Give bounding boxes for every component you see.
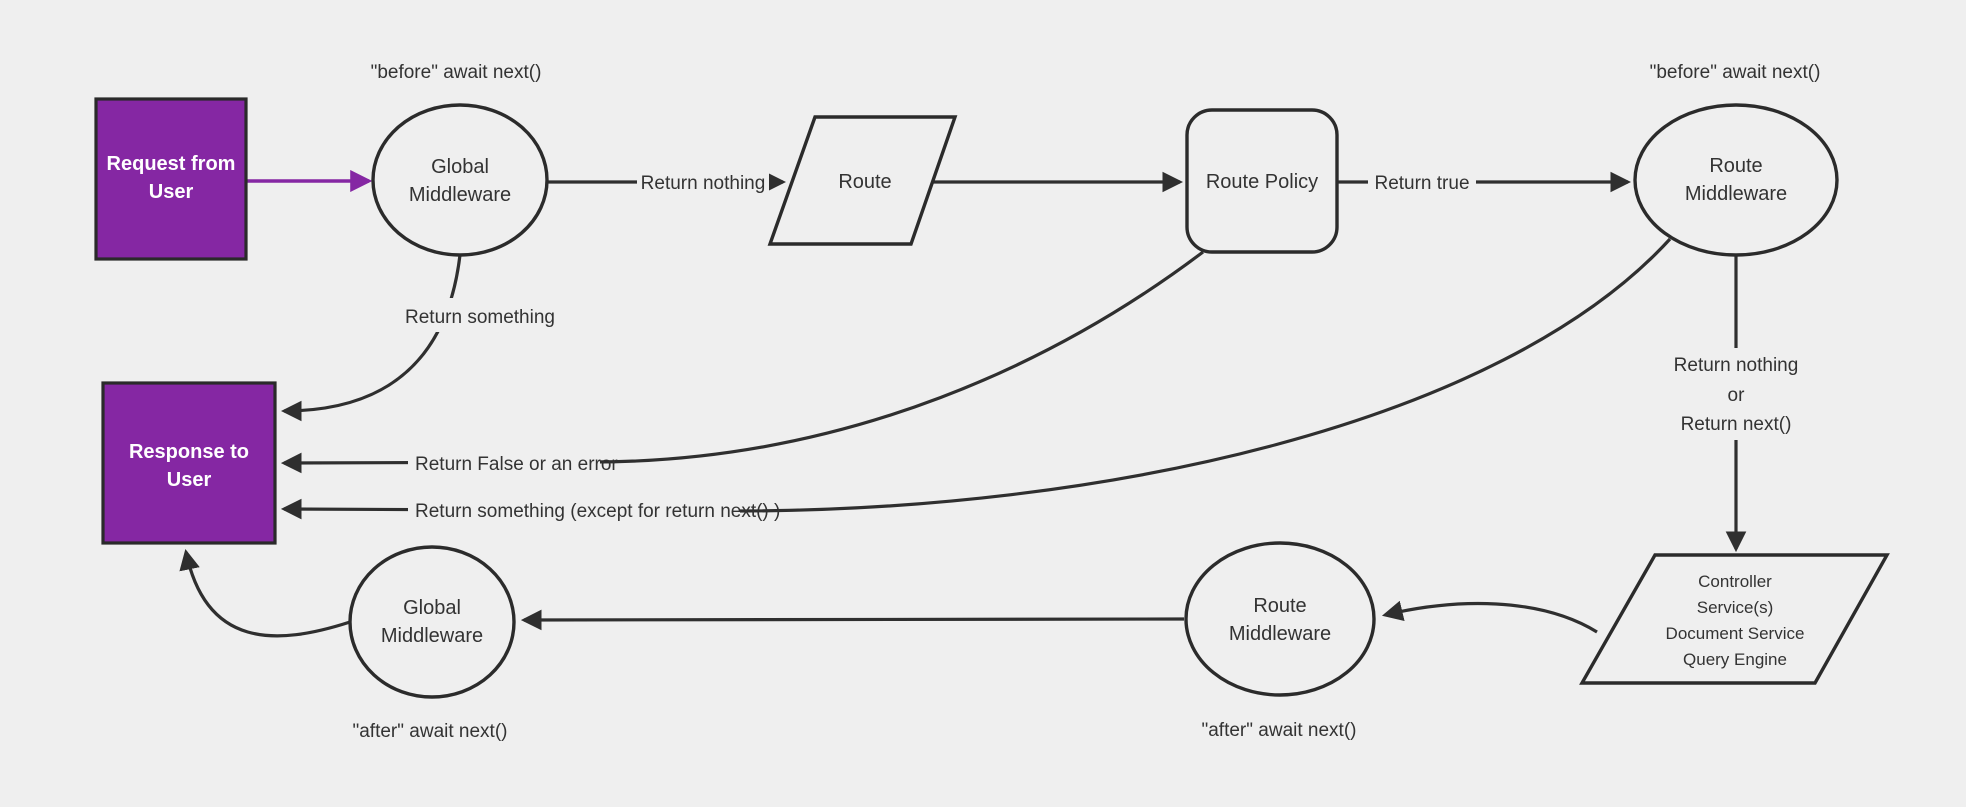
global-middleware-top-label-line2: Middleware — [409, 184, 511, 206]
request-from-user-box — [94, 97, 248, 261]
annotation-after-await-next-left: "after" await next() — [353, 721, 508, 742]
edge-label-return-false-or-error: Return False or an error — [415, 454, 618, 475]
node-route: Route — [767, 115, 958, 246]
node-route-middleware-bottom: Route Middleware — [1184, 541, 1376, 697]
label-mask — [1638, 348, 1834, 440]
edge-label-return-nothing-or-line1: Return nothing — [1674, 355, 1799, 376]
node-response-to-user: Response to User — [101, 381, 277, 545]
edge-label-return-nothing: Return nothing — [641, 173, 766, 194]
label-mask — [394, 298, 566, 332]
controller-stack-label-line4: Query Engine — [1683, 650, 1787, 669]
edge-route-policy-return-false-to-response — [280, 250, 1204, 474]
controller-stack-label-line1: Controller — [1698, 572, 1772, 591]
edge-label-return-true: Return true — [1374, 173, 1469, 194]
label-mask — [408, 493, 740, 527]
edge-label-return-something: Return something — [405, 307, 555, 328]
route-label: Route — [838, 171, 891, 193]
edge-global-middleware-after-to-response — [179, 548, 351, 638]
route-middleware-top-label-line1: Route — [1709, 155, 1762, 177]
route-middleware-bottom-label-line2: Middleware — [1229, 623, 1331, 645]
label-mask — [1368, 164, 1476, 198]
edge-route-middleware-after-to-global-middleware-after — [520, 609, 1185, 631]
route-policy-label: Route Policy — [1206, 171, 1318, 193]
request-from-user-label-line2: User — [149, 181, 194, 203]
response-to-user-box — [101, 381, 277, 545]
route-middleware-top-label-line2: Middleware — [1685, 183, 1787, 205]
edge-label-return-nothing-or-line3: Return next() — [1681, 414, 1792, 435]
request-from-user-label-line1: Request from — [107, 153, 236, 175]
edge-global-middleware-return-something-to-response — [280, 254, 462, 422]
response-to-user-label-line2: User — [167, 469, 212, 491]
annotation-after-await-next-right: "after" await next() — [1202, 720, 1357, 741]
route-policy-rect — [1185, 108, 1339, 254]
annotation-before-await-next-left: "before" await next() — [371, 62, 542, 83]
annotation-before-await-next-right: "before" await next() — [1650, 62, 1821, 83]
controller-stack-label-line3: Document Service — [1666, 624, 1805, 643]
node-global-middleware-top: Global Middleware — [371, 103, 549, 257]
edge-route-middleware-return-something-to-response — [280, 237, 1672, 520]
node-controller-stack: Controller Service(s) Document Service Q… — [1579, 553, 1890, 685]
label-mask — [637, 164, 769, 198]
node-route-policy: Route Policy — [1185, 108, 1339, 254]
node-global-middleware-bottom: Global Middleware — [348, 545, 516, 699]
route-middleware-bottom-label-line1: Route — [1253, 595, 1306, 617]
edge-controller-to-route-middleware-after — [1381, 600, 1598, 634]
edge-label-return-something-except: Return something (except for return next… — [415, 501, 780, 522]
global-middleware-top-ellipse — [371, 103, 549, 257]
edge-label-return-nothing-or-line2: or — [1728, 385, 1746, 406]
route-middleware-top-ellipse — [1633, 103, 1839, 257]
controller-stack-label-line2: Service(s) — [1697, 598, 1774, 617]
node-route-middleware-top: Route Middleware — [1633, 103, 1839, 257]
global-middleware-bottom-label-line2: Middleware — [381, 625, 483, 647]
label-mask — [408, 446, 600, 480]
response-to-user-label-line1: Response to — [129, 441, 249, 463]
node-request-from-user: Request from User — [94, 97, 248, 261]
route-parallelogram — [767, 115, 958, 246]
route-middleware-bottom-ellipse — [1184, 541, 1376, 697]
global-middleware-bottom-ellipse — [348, 545, 516, 699]
controller-stack-parallelogram — [1579, 553, 1890, 685]
global-middleware-bottom-label-line1: Global — [403, 597, 461, 619]
global-middleware-top-label-line1: Global — [431, 156, 489, 178]
